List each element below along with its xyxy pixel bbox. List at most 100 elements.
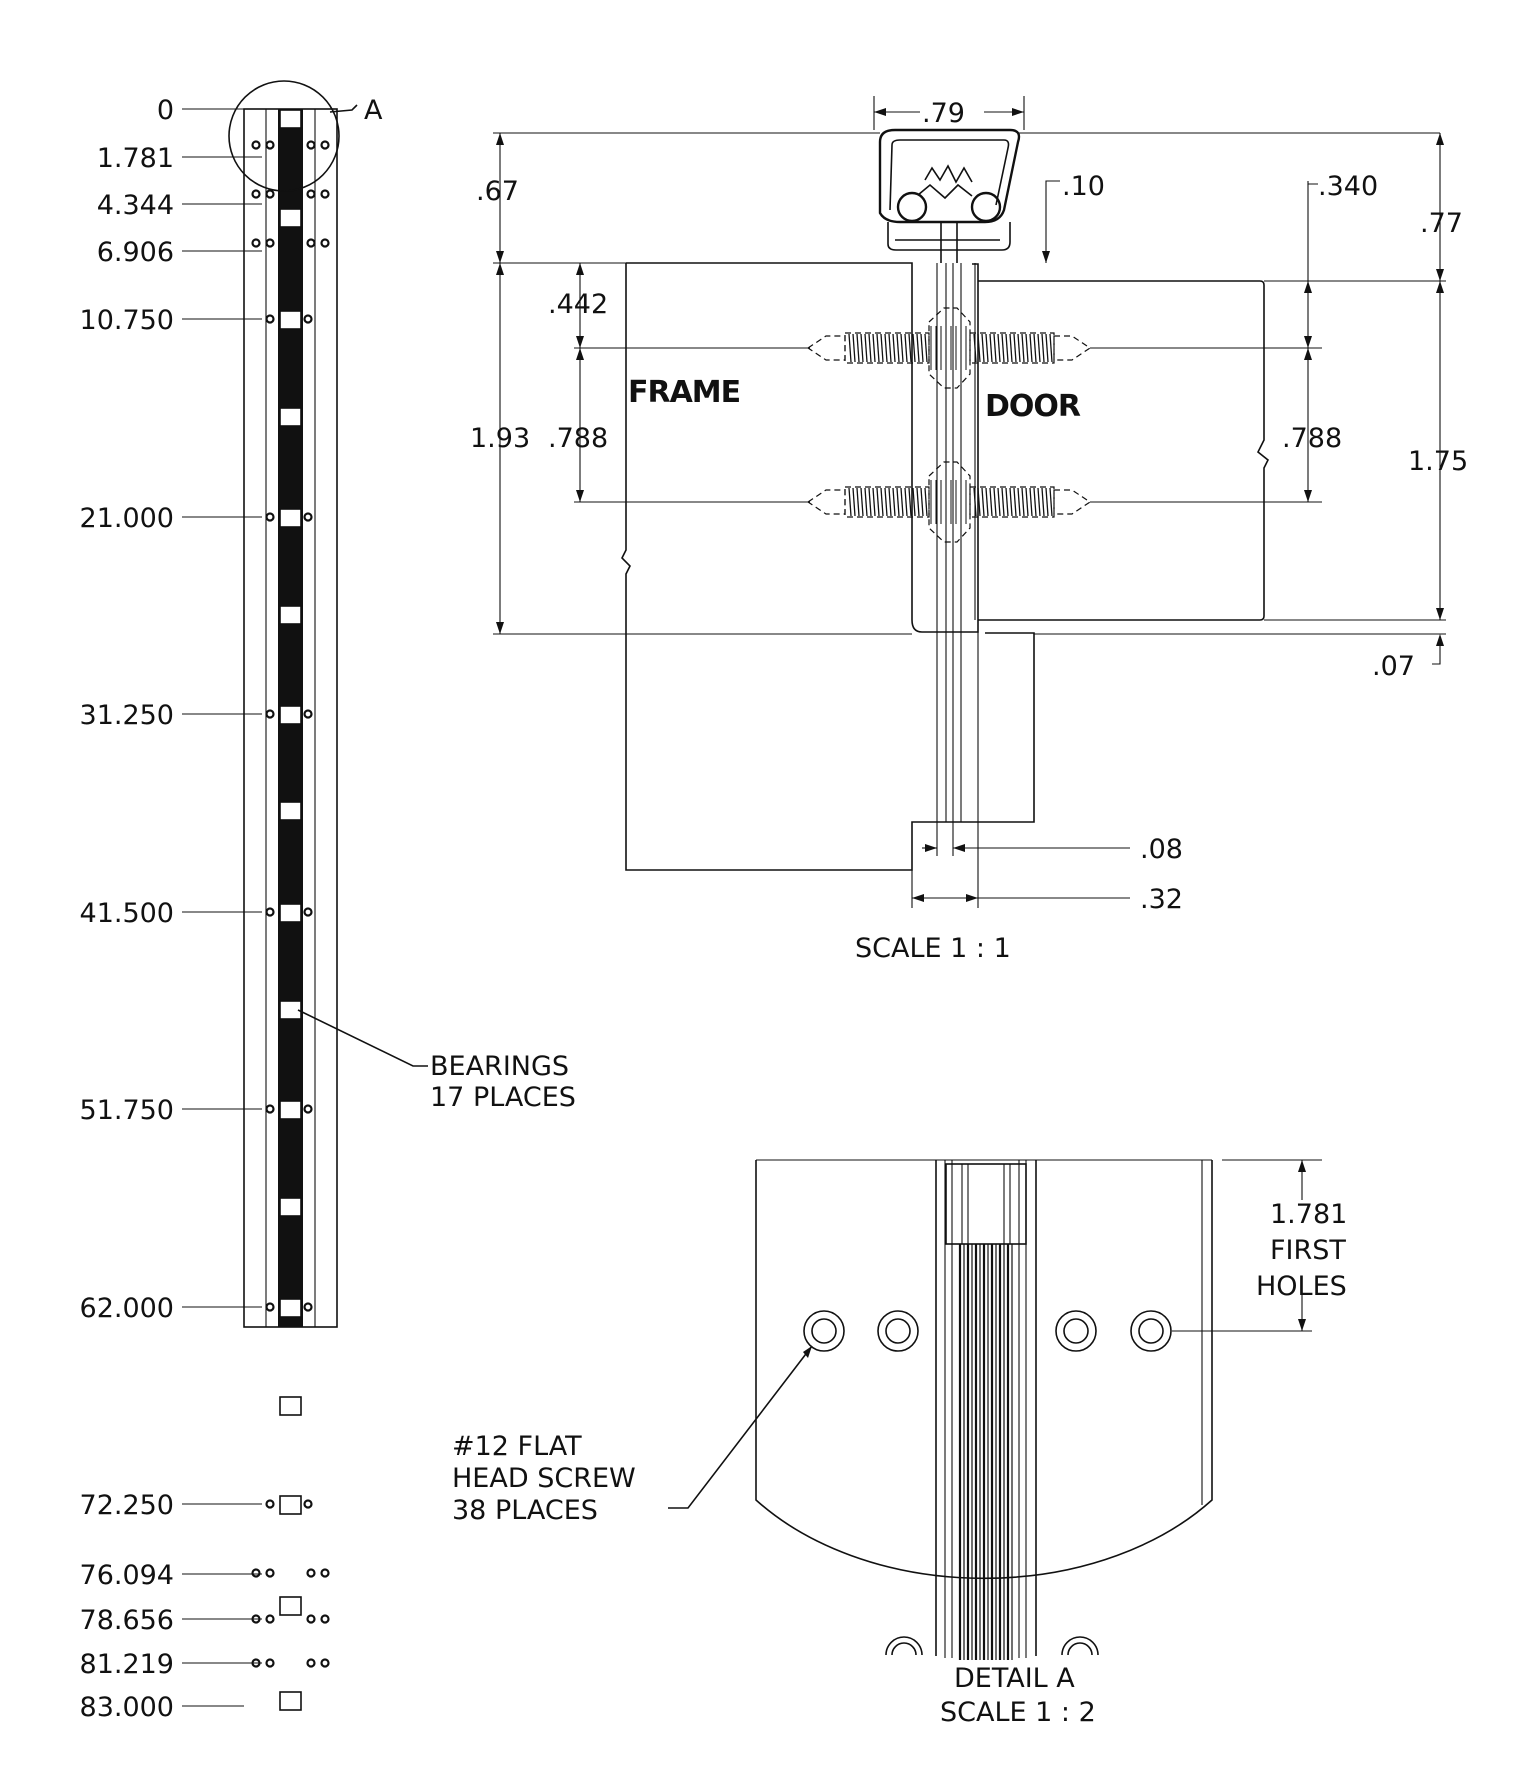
screw-hole	[265, 1568, 275, 1578]
dim-gap-top: .10	[1062, 171, 1105, 202]
door-label: DOOR	[985, 389, 1081, 424]
dim-right-top: .77	[1420, 208, 1463, 239]
screw-hole	[303, 709, 313, 719]
dim-frame-height: 1.93	[470, 423, 530, 454]
position-dimension-labels: 01.7814.3446.90610.75021.00031.25041.500…	[80, 95, 262, 1723]
dim-width-top: .79	[922, 98, 965, 129]
screw-hole	[265, 709, 275, 719]
position-label: 6.906	[97, 237, 174, 268]
bearings	[279, 109, 302, 1711]
bearing	[279, 1298, 302, 1318]
bearing	[279, 801, 302, 821]
screw-hole	[265, 907, 275, 917]
screw-hole	[306, 238, 316, 248]
screw-hole	[303, 314, 313, 324]
dim-hinge-width: .32	[1140, 884, 1183, 915]
detail-pin-stripes	[958, 1244, 1013, 1660]
screw-hole	[251, 1568, 261, 1578]
position-label: 81.219	[80, 1649, 174, 1680]
bearing	[279, 1396, 302, 1416]
first-holes-line2: FIRST	[1270, 1235, 1346, 1266]
bearing	[279, 407, 302, 427]
screw-hole	[265, 1302, 275, 1312]
screw-hole	[320, 1614, 330, 1624]
frame-block	[621, 262, 1035, 871]
screw-note-line1: #12 FLAT	[452, 1431, 582, 1462]
detail-a-callout-label: A	[364, 95, 383, 126]
bearings-note: BEARINGS 17 PLACES	[297, 1009, 576, 1113]
section-view: .79 .67 .10 .340 .77 .442	[470, 96, 1468, 964]
position-label: 78.656	[80, 1605, 174, 1636]
first-holes-line3: HOLES	[1256, 1271, 1347, 1302]
screw-hole	[303, 1104, 313, 1114]
hinge-profile-top	[878, 128, 1021, 224]
screw-note-line3: 38 PLACES	[452, 1495, 598, 1526]
bearings-note-line2: 17 PLACES	[430, 1082, 576, 1113]
screw-hole	[265, 512, 275, 522]
section-scale-label: SCALE 1 : 1	[855, 933, 1011, 964]
bearing	[279, 605, 302, 625]
screw-hole	[320, 238, 330, 248]
screw-hole	[251, 189, 261, 199]
position-label: 21.000	[80, 503, 174, 534]
screw-hole	[265, 140, 275, 150]
dim-height-left-top: .67	[476, 176, 519, 207]
screw-hole	[303, 907, 313, 917]
hinge-elevation: A	[228, 80, 383, 1711]
bearing	[279, 508, 302, 528]
position-label: 72.250	[80, 1490, 174, 1521]
screw-hole	[265, 1104, 275, 1114]
bearing	[279, 1197, 302, 1217]
screw-hole	[320, 140, 330, 150]
dim-screw-spacing-right: .788	[1282, 423, 1342, 454]
bearing	[279, 1000, 302, 1020]
bearing	[279, 1100, 302, 1120]
screw-hole	[306, 1614, 316, 1624]
screw-hole	[265, 238, 275, 248]
screw-hole	[306, 140, 316, 150]
bearing	[279, 1495, 302, 1515]
screw-hole	[306, 1658, 316, 1668]
dim-leaf-thickness: .08	[1140, 834, 1183, 865]
bearings-note-line1: BEARINGS	[430, 1051, 569, 1082]
bearing	[279, 310, 302, 330]
screw-hole	[251, 238, 261, 248]
bearing	[279, 705, 302, 725]
position-label: 83.000	[80, 1692, 174, 1723]
screw-hole	[303, 1499, 313, 1509]
bearing	[279, 1596, 302, 1616]
screw-hole	[320, 1568, 330, 1578]
bearing	[279, 1691, 302, 1711]
position-label: 41.500	[80, 898, 174, 929]
detail-a-callout-circle	[228, 80, 340, 192]
position-label: 4.344	[97, 190, 174, 221]
screw-hole	[306, 1568, 316, 1578]
screw-hole	[320, 189, 330, 199]
position-label: 0	[157, 95, 174, 126]
position-label: 10.750	[80, 305, 174, 336]
frame-label: FRAME	[628, 375, 740, 410]
door-block	[978, 280, 1270, 621]
bearing	[279, 109, 302, 129]
detail-screw-holes	[803, 1310, 1172, 1656]
section-screws	[806, 307, 1092, 543]
position-label: 76.094	[80, 1560, 174, 1591]
first-holes-dim: 1.781	[1270, 1199, 1347, 1230]
dim-door-height: 1.75	[1408, 446, 1468, 477]
dim-screw-spacing-left: .788	[548, 423, 608, 454]
detail-a-title: DETAIL A	[954, 1663, 1075, 1694]
bearing	[279, 208, 302, 228]
screw-hole	[265, 1614, 275, 1624]
position-label: 1.781	[97, 143, 174, 174]
detail-a: 1.781 FIRST HOLES #12 FLAT HEAD SCREW 38…	[452, 1159, 1347, 1728]
dim-bottom-gap: .07	[1372, 651, 1415, 682]
screw-hole	[251, 140, 261, 150]
dim-screw-offset-left: .442	[548, 289, 608, 320]
detail-a-scale: SCALE 1 : 2	[940, 1697, 1096, 1728]
position-label: 62.000	[80, 1293, 174, 1324]
position-label: 51.750	[80, 1095, 174, 1126]
screw-hole	[306, 189, 316, 199]
bearing	[279, 903, 302, 923]
dim-door-offset: .340	[1318, 171, 1378, 202]
